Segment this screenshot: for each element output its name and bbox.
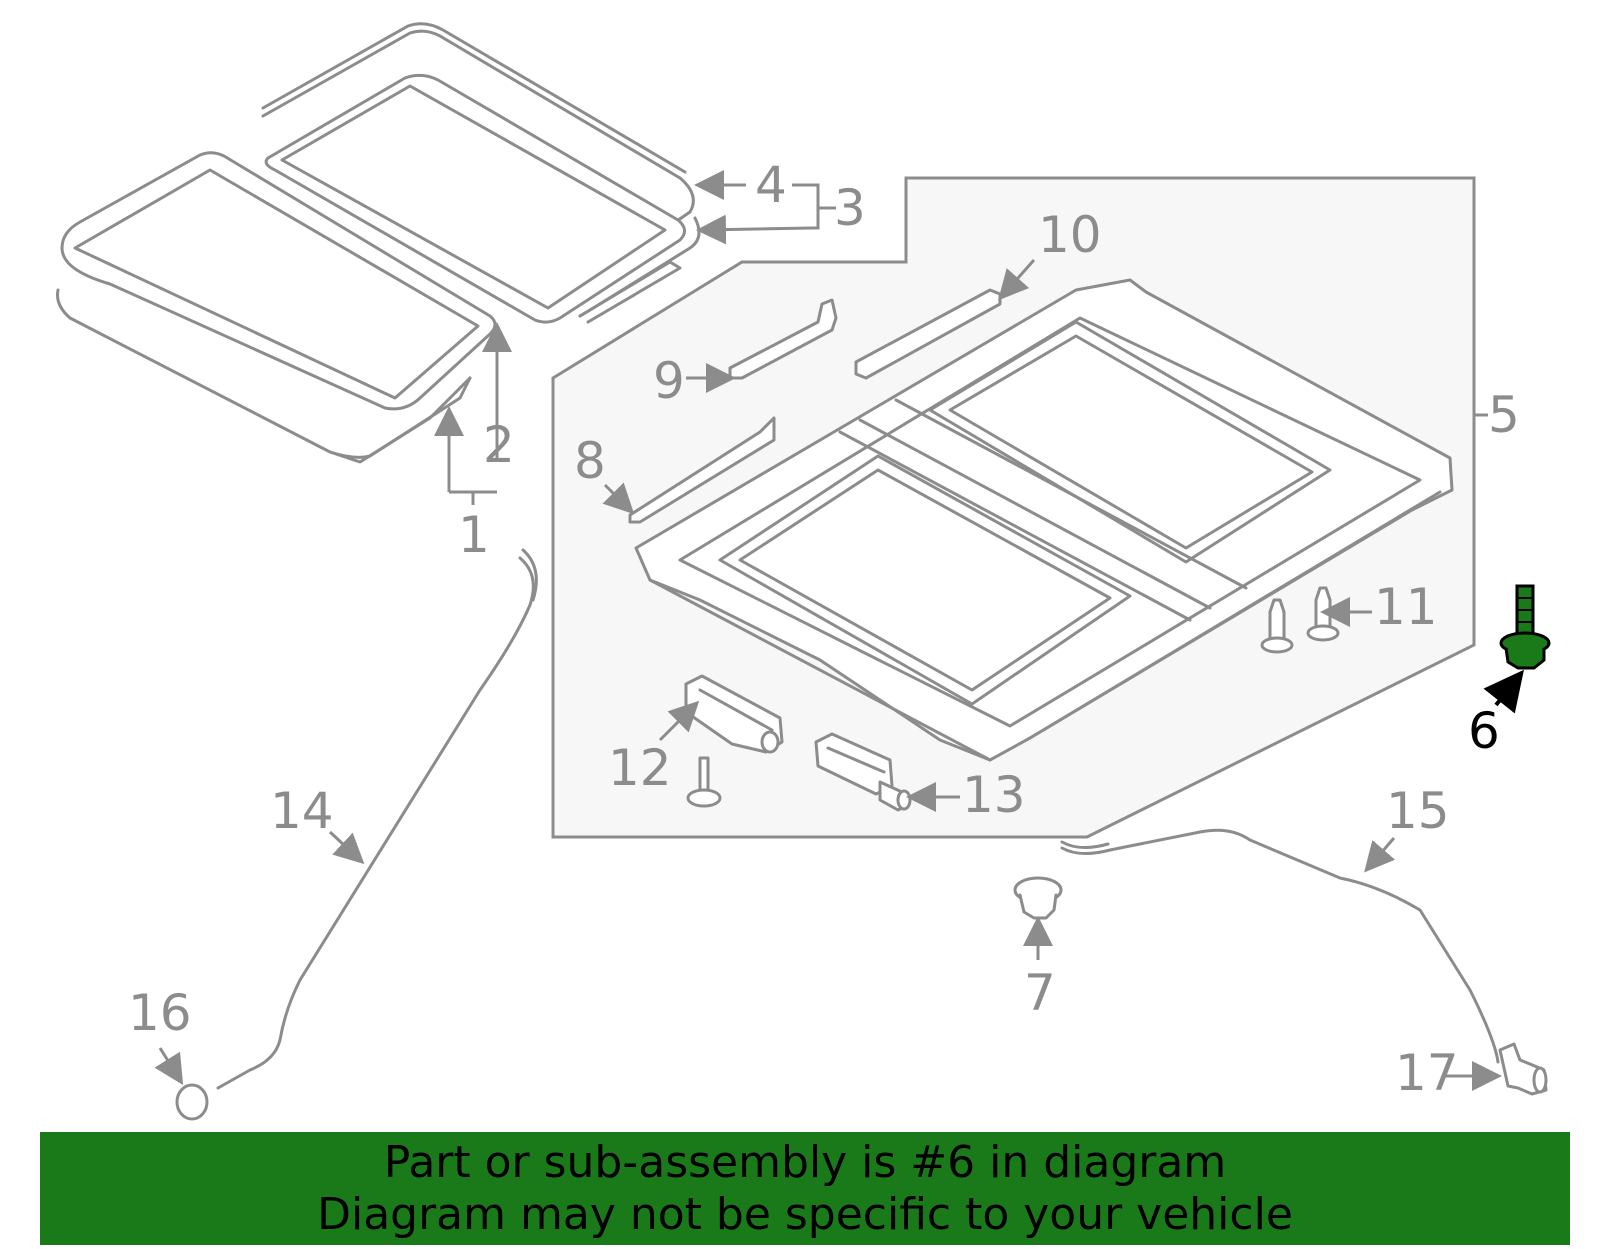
callout-labels: 1 2 3 4 5 6 7 8 9 10 11 12 13 14 15 16 1… [128,156,1520,1102]
sunroof-frame-assembly [634,278,1454,762]
callout-15: 15 [1386,782,1450,840]
part-17-fitting [1498,1042,1548,1096]
part-6-bolt-highlighted[interactable] [1499,584,1551,670]
callout-8: 8 [574,432,606,490]
part-13-motor [814,732,912,812]
part-10-strip [854,288,1002,380]
part-16-grommet [175,1083,209,1121]
callout-17: 17 [1395,1044,1459,1102]
callout-4: 4 [755,156,787,214]
part-7-nut [1013,876,1063,920]
part-8-strip [628,416,776,524]
callout-13: 13 [962,766,1026,824]
callout-3: 3 [834,179,866,237]
callout-11: 11 [1374,578,1438,636]
part-14-drain-hose [216,556,535,1090]
callout-14: 14 [270,782,334,840]
callout-9: 9 [653,352,685,410]
callout-10: 10 [1038,206,1102,264]
part-15-drain-hose [1060,828,1500,1064]
callout-12: 12 [608,739,672,797]
leader-lines [154,170,1524,1091]
callout-16: 16 [128,984,192,1042]
banner-line-1: Part or sub-assembly is #6 in diagram [383,1136,1227,1188]
callout-2: 2 [483,416,515,474]
callout-5: 5 [1488,386,1520,444]
callout-1: 1 [458,506,490,564]
callout-7: 7 [1024,964,1056,1022]
info-banner: Part or sub-assembly is #6 in diagram Di… [40,1132,1570,1245]
banner-line-2: Diagram may not be specific to your vehi… [317,1188,1293,1240]
callout-6-highlighted[interactable]: 6 [1468,702,1500,760]
